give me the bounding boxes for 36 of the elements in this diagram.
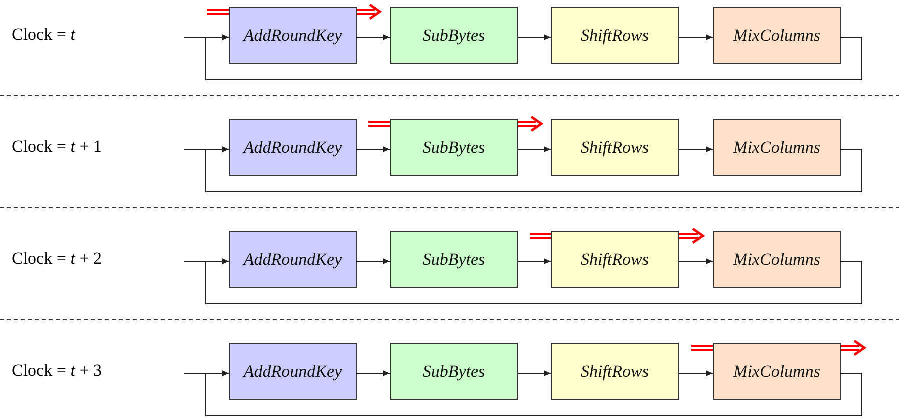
- arrow: [518, 370, 552, 376]
- clock-label: Clock = t + 2: [12, 249, 102, 269]
- arrow: [518, 34, 552, 40]
- arrow: [678, 370, 714, 376]
- process-box: AddRoundKey: [229, 119, 357, 176]
- process-box: SubBytes: [390, 7, 518, 64]
- process-box: SubBytes: [390, 119, 518, 176]
- clock-label: Clock = t + 3: [12, 361, 102, 381]
- process-box: AddRoundKey: [229, 7, 357, 64]
- arrow: [206, 370, 862, 416]
- arrow: [356, 258, 390, 264]
- arrow: [678, 34, 714, 40]
- process-box: ShiftRows: [551, 7, 679, 64]
- arrow: [206, 34, 862, 80]
- arrow: [518, 146, 552, 152]
- process-box: MixColumns: [713, 343, 841, 400]
- arrow: [206, 258, 862, 304]
- arrow: [678, 146, 714, 152]
- process-box: MixColumns: [713, 7, 841, 64]
- clock-label: Clock = t: [12, 25, 76, 45]
- arrow: [518, 258, 552, 264]
- arrow: [678, 258, 714, 264]
- process-box: ShiftRows: [551, 119, 679, 176]
- process-box: MixColumns: [713, 231, 841, 288]
- process-box: MixColumns: [713, 119, 841, 176]
- process-box: SubBytes: [390, 343, 518, 400]
- arrow: [356, 34, 390, 40]
- process-box: AddRoundKey: [229, 231, 357, 288]
- process-box: ShiftRows: [551, 343, 679, 400]
- clock-label: Clock = t + 1: [12, 137, 102, 157]
- process-box: SubBytes: [390, 231, 518, 288]
- arrow: [356, 146, 390, 152]
- process-box: AddRoundKey: [229, 343, 357, 400]
- process-box: ShiftRows: [551, 231, 679, 288]
- arrow: [206, 146, 862, 192]
- arrow: [356, 370, 390, 376]
